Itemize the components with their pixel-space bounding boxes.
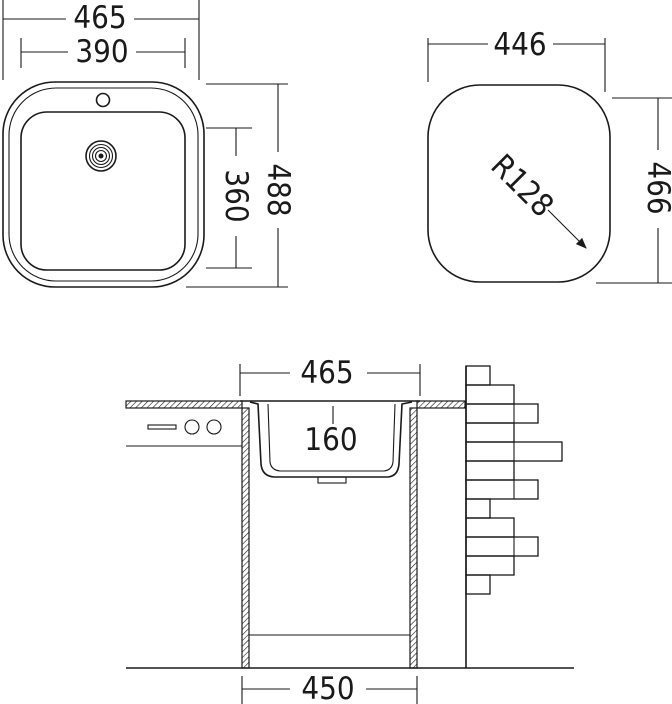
dim-overall-width: 465: [2, 0, 200, 80]
dim-corner-radius: R128: [484, 148, 587, 249]
sink-profile: [240, 400, 420, 484]
brick: [465, 498, 491, 519]
label-cutout-length: 466: [640, 161, 672, 214]
brick: [465, 422, 515, 443]
label-cutout-width: 446: [493, 27, 546, 63]
label-bowl-length: 360: [218, 169, 254, 222]
brick: [465, 384, 515, 405]
brick: [465, 536, 539, 557]
dim-bowl-length: 360: [206, 127, 254, 269]
dim-overall-length: 488: [186, 83, 296, 288]
label-bowl-width: 390: [75, 34, 128, 70]
brick: [465, 460, 515, 481]
label-overall-width: 465: [73, 0, 126, 36]
adjacent-cabinet: [126, 419, 242, 447]
label-bowl-depth: 160: [304, 422, 357, 458]
brick: [465, 403, 539, 424]
dim-bowl-width: 390: [20, 34, 186, 70]
dim-cutout-length: 466: [596, 97, 672, 284]
brick: [465, 517, 515, 538]
sink-bowl: [20, 111, 186, 271]
label-cabinet-width: 450: [301, 671, 354, 704]
sink-outer-rim: [2, 81, 205, 288]
dim-sink-width: 465: [239, 355, 421, 396]
brick-wall: [465, 365, 563, 668]
sink-rim-inner: [8, 87, 199, 282]
drawer-handle: [147, 424, 177, 430]
dim-cabinet-width: 450: [241, 671, 418, 704]
brick: [465, 555, 515, 576]
control-knob: [184, 419, 200, 435]
cabinet-right-wall: [409, 407, 418, 669]
sink-top-view: 465 390 360 488: [2, 0, 296, 288]
brick: [465, 479, 539, 500]
countertop: [125, 400, 466, 409]
label-corner-radius: R128: [484, 148, 561, 225]
control-knob: [206, 419, 222, 435]
section-view: 465 160 450: [125, 355, 574, 704]
label-overall-length: 488: [260, 163, 296, 216]
drain-strainer-icon: [85, 140, 117, 172]
drain-outlet: [317, 476, 347, 484]
faucet-hole: [95, 92, 111, 108]
cutout-outline: [427, 84, 611, 283]
brick: [465, 365, 491, 386]
cutout-template-view: 446 466 R128: [427, 27, 672, 284]
cabinet-left-wall: [241, 407, 250, 669]
radius-arrow: [547, 209, 587, 249]
dim-cutout-width: 446: [427, 27, 606, 92]
dim-bowl-depth: 160: [304, 406, 358, 458]
label-sink-width: 465: [300, 355, 353, 391]
brick: [465, 574, 491, 595]
